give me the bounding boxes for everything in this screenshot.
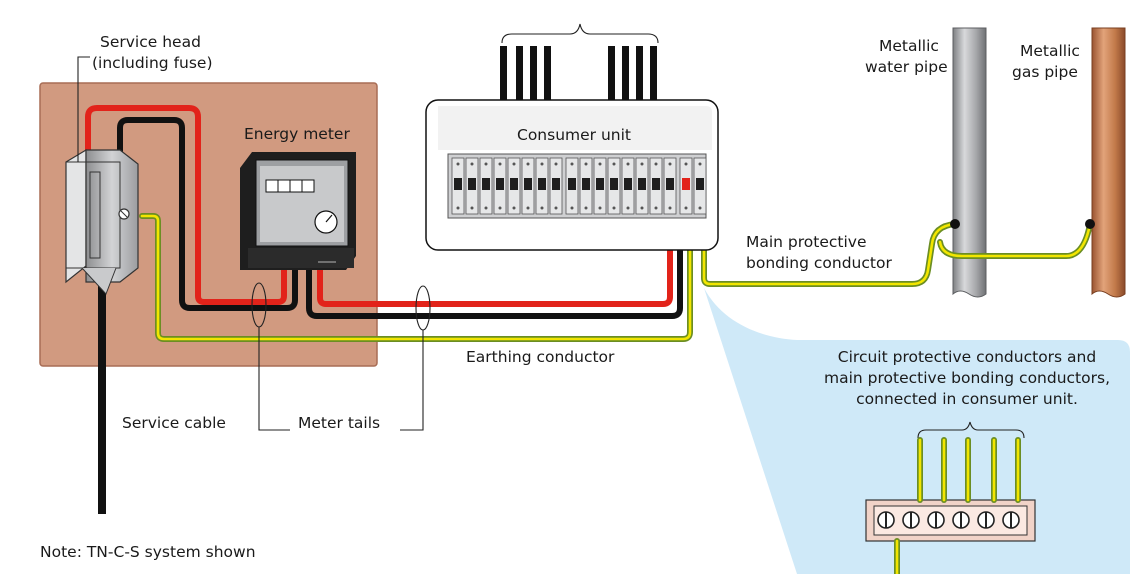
terminal-screw-icon — [952, 511, 970, 529]
label-bonding-line1: Main protective — [746, 233, 867, 251]
label-energy-meter: Energy meter — [244, 125, 350, 143]
device-module — [663, 157, 677, 215]
label-note: Note: TN-C-S system shown — [40, 543, 256, 561]
device-module — [507, 157, 521, 215]
consumer-unit-icon — [425, 99, 719, 251]
device-module — [549, 157, 563, 215]
callout-text-line1: Circuit protective conductors and — [838, 348, 1096, 366]
device-module — [607, 157, 621, 215]
device-module — [635, 157, 649, 215]
callout-text-line2: main protective bonding conductors, — [824, 369, 1110, 387]
service-cable — [98, 282, 106, 514]
label-consumer-unit: Consumer unit — [517, 126, 631, 144]
label-meter-tails: Meter tails — [298, 414, 380, 432]
device-module — [693, 157, 707, 215]
label-bonding-line2: bonding conductor — [746, 254, 892, 272]
cables-brace — [501, 23, 659, 44]
label-gas-pipe-line2: gas pipe — [1012, 63, 1078, 81]
device-module — [593, 157, 607, 215]
terminal-screw-icon — [927, 511, 945, 529]
device-module — [679, 157, 693, 215]
label-service-head-line2: (including fuse) — [92, 54, 213, 72]
terminal-screw-icon — [877, 511, 895, 529]
neutral-tail-meter-to-cu — [306, 242, 683, 319]
device-module — [451, 157, 465, 215]
device-module — [535, 157, 549, 215]
device-module — [579, 157, 593, 215]
gas-pipe-clamp — [1085, 219, 1095, 229]
device-module — [465, 157, 479, 215]
callout-text-line3: connected in consumer unit. — [856, 390, 1078, 408]
device-module — [493, 157, 507, 215]
gas-pipe-icon — [1091, 27, 1126, 298]
water-pipe-icon — [952, 27, 987, 298]
water-pipe-clamp — [950, 219, 960, 229]
energy-meter-icon — [240, 152, 356, 270]
service-head-icon — [65, 148, 139, 295]
device-module — [565, 157, 579, 215]
label-earthing-conductor: Earthing conductor — [466, 348, 615, 366]
terminal-screw-icon — [977, 511, 995, 529]
conductors-brace — [917, 421, 1025, 439]
final-circuit-cables — [500, 46, 657, 102]
meter-tails-leader — [258, 327, 424, 431]
label-water-pipe-line1: Metallic — [879, 37, 939, 55]
service-head-leader — [77, 56, 90, 162]
label-water-pipe-line2: water pipe — [865, 58, 948, 76]
label-gas-pipe-line1: Metallic — [1020, 42, 1080, 60]
live-tail-meter-to-cu — [317, 242, 673, 307]
label-service-cable: Service cable — [122, 414, 226, 432]
earth-conductors-callout — [865, 421, 1036, 574]
device-module — [521, 157, 535, 215]
neutral-tail-head-to-meter — [117, 117, 298, 311]
label-service-head-line1: Service head — [100, 33, 201, 51]
device-module — [479, 157, 493, 215]
device-module — [621, 157, 635, 215]
device-module — [649, 157, 663, 215]
live-tail-head-to-meter — [85, 105, 287, 305]
meter-tail-marker-2 — [415, 285, 431, 331]
terminal-screw-icon — [902, 511, 920, 529]
terminal-screw-icon — [1002, 511, 1020, 529]
